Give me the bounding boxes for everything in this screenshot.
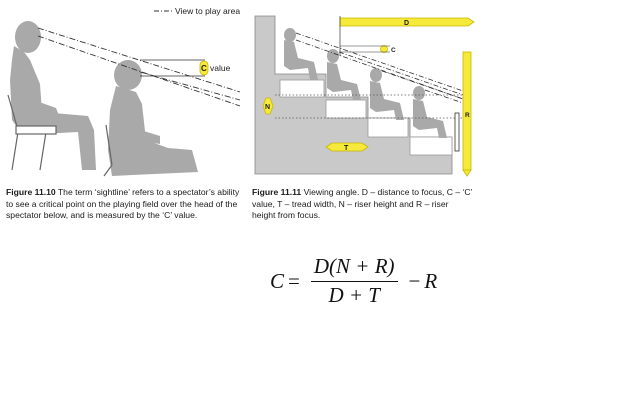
tiered-sightlines [295, 32, 467, 105]
caption-number: Figure 11.10 [6, 187, 56, 197]
tread-steps [279, 79, 453, 156]
t-marker [325, 142, 369, 152]
caption-figure-11-11: Figure 11.11 Viewing angle. D – distance… [252, 187, 474, 222]
formula-minus: − [408, 268, 421, 293]
figure-viewing-angle: D C N T R [254, 15, 475, 177]
level-guides [275, 94, 466, 119]
sightline-formula: C = D(N + R) D + T − R [270, 254, 437, 308]
formula-equals: = [288, 268, 300, 293]
r-dimension-bar [462, 51, 472, 171]
formula-fraction: D(N + R) D + T [310, 254, 398, 308]
caption-text: Viewing angle. D – distance to focus, C … [252, 187, 473, 220]
formula-numerator: D(N + R) [310, 254, 398, 282]
formula-numerator-text: D(N + R) [313, 254, 395, 278]
chair-back [7, 94, 57, 171]
spectator-back [10, 21, 96, 170]
caption-text: The term ‘sightline’ refers to a spectat… [6, 187, 240, 220]
n-label: N [265, 104, 270, 111]
c-value-letter: C [201, 64, 207, 73]
figure-sightline: View to play area C value [7, 6, 241, 177]
t-label: T [344, 145, 349, 152]
caption-number: Figure 11.11 [252, 187, 302, 197]
c-value-label: value [210, 63, 231, 73]
barrier [454, 112, 460, 152]
formula-lhs: C [270, 268, 285, 293]
spectator-front [108, 60, 198, 176]
formula-rhs: R [424, 268, 438, 293]
d-label: D [404, 20, 409, 27]
n-marker [262, 97, 274, 115]
c-value-marker [199, 60, 209, 76]
r-arrow-head [462, 169, 472, 177]
sightline-back-lower [37, 35, 241, 107]
caption-figure-11-10: Figure 11.10 The term ‘sightline’ refers… [6, 187, 244, 222]
formula-denominator: D + T [325, 282, 383, 308]
legend-text: View to play area [175, 6, 240, 16]
sightline-back [37, 27, 241, 93]
c-label: C [391, 47, 396, 54]
chair-front [103, 124, 113, 177]
formula-denominator-text: D + T [328, 283, 380, 307]
r-label: R [465, 112, 470, 119]
c-marker-dot [380, 45, 388, 53]
spectators-tiered [284, 28, 447, 138]
